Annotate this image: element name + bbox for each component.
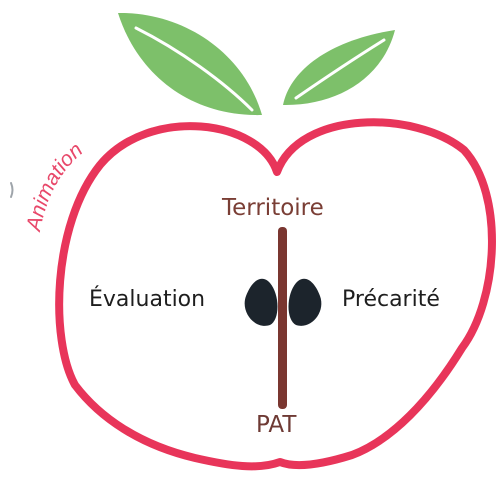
evaluation-label: Évaluation (89, 287, 206, 312)
right-leaf-icon (283, 30, 395, 106)
animation-label-path: Animation (22, 138, 87, 235)
left-leaf-icon (118, 12, 262, 116)
pat-label: PAT (256, 412, 297, 438)
edge-tick (10, 182, 14, 198)
territoire-label: Territoire (222, 195, 324, 221)
apple-outline (55, 118, 496, 471)
left-seed-icon (244, 278, 278, 326)
right-seed-icon (288, 278, 322, 326)
center-stem (278, 227, 287, 409)
precarite-label: Précarité (342, 287, 440, 312)
animation-label: Animation (22, 138, 87, 235)
